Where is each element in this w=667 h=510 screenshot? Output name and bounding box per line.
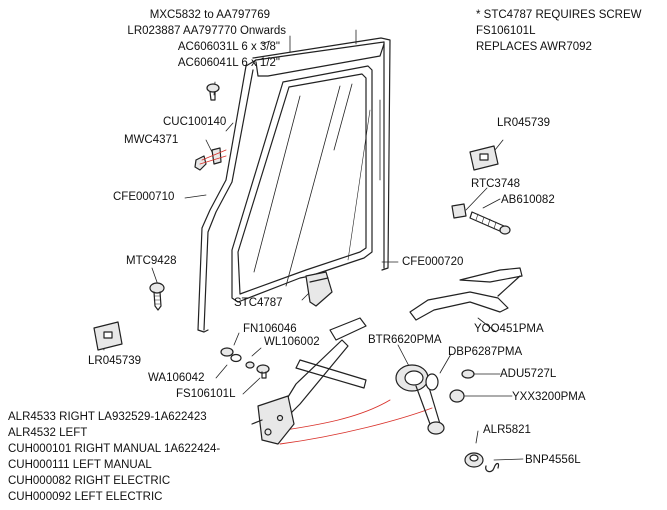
label-cuc100140: CUC100140: [163, 116, 227, 128]
label-stc4787: STC4787: [234, 297, 283, 309]
bolt-ac606031l: [206, 83, 220, 101]
handle-screw-adu5727l: [461, 369, 475, 379]
clip-rtc3748: [451, 203, 467, 219]
label-wl106002: WL106002: [264, 336, 320, 348]
regulator-ref-line-3: CUH000101 RIGHT MANUAL 1A622424-: [8, 443, 221, 455]
regulator-ref-line-5: CUH000082 RIGHT ELECTRIC: [8, 475, 171, 487]
screw-ab610082: [469, 211, 511, 235]
winder-assembly: [395, 364, 445, 435]
note-line-3: REPLACES AWR7092: [476, 41, 592, 53]
note-line-1: * STC4787 REQUIRES SCREW: [476, 9, 642, 21]
label-lr045739-right: LR045739: [497, 117, 551, 129]
label-cfe000710: CFE000710: [113, 191, 175, 203]
cap-yxx3200pma: [449, 389, 465, 403]
label-yoo451pma: YOO451PMA: [474, 323, 544, 335]
label-yxx3200pma: YXX3200PMA: [512, 391, 586, 403]
label-fn106046: FN106046: [243, 323, 297, 335]
label-mtc9428: MTC9428: [126, 255, 177, 267]
label-alr5821: ALR5821: [483, 424, 531, 436]
nut-alr5821: [464, 452, 484, 468]
label-mwc4371: MWC4371: [124, 134, 179, 146]
window-frame: [197, 37, 391, 333]
pad-lr045739-right: [469, 145, 499, 171]
label-fs106101l: FS106101L: [176, 388, 236, 400]
window-regulator: [251, 317, 367, 445]
stop-stc4787: [305, 271, 333, 307]
regulator-ref-line-6: CUH000092 LEFT ELECTRIC: [8, 491, 163, 503]
clip-bnp4556l: [485, 462, 500, 473]
label-btr6620pma: BTR6620PMA: [368, 334, 442, 346]
screw-mtc9428: [149, 282, 165, 311]
top-ref-line-2: LR023887 AA797770 Onwards: [127, 25, 286, 37]
pad-lr045739-left: [93, 321, 123, 351]
label-ab610082: AB610082: [501, 194, 555, 206]
top-ref-line-4: AC606041L 6 x 1/2": [177, 57, 280, 69]
top-channel-strip: [255, 43, 385, 77]
handle-yoo451pma: [409, 267, 523, 321]
top-ref-line-1: MXC5832 to AA797769: [149, 9, 270, 21]
fasteners-regulator: [220, 347, 270, 379]
label-rtc3748: RTC3748: [471, 178, 521, 190]
regulator-ref-line-2: ALR4532 LEFT: [8, 427, 88, 439]
label-bnp4556l: BNP4556L: [525, 454, 581, 466]
label-wa106042: WA106042: [148, 372, 205, 384]
regulator-ref-line-1: ALR4533 RIGHT LA932529-1A622423: [8, 411, 207, 423]
note-line-2: FS106101L: [476, 25, 536, 37]
regulator-ref-line-4: CUH000111 LEFT MANUAL: [8, 459, 152, 471]
label-lr045739-left: LR045739: [88, 355, 142, 367]
glass-pane: [231, 65, 381, 303]
label-dbp6287pma: DBP6287PMA: [448, 346, 523, 358]
label-adu5727l: ADU5727L: [500, 368, 557, 380]
top-ref-line-3: AC606031L 6 x 3/8": [177, 41, 280, 53]
label-cfe000720: CFE000720: [402, 256, 464, 268]
